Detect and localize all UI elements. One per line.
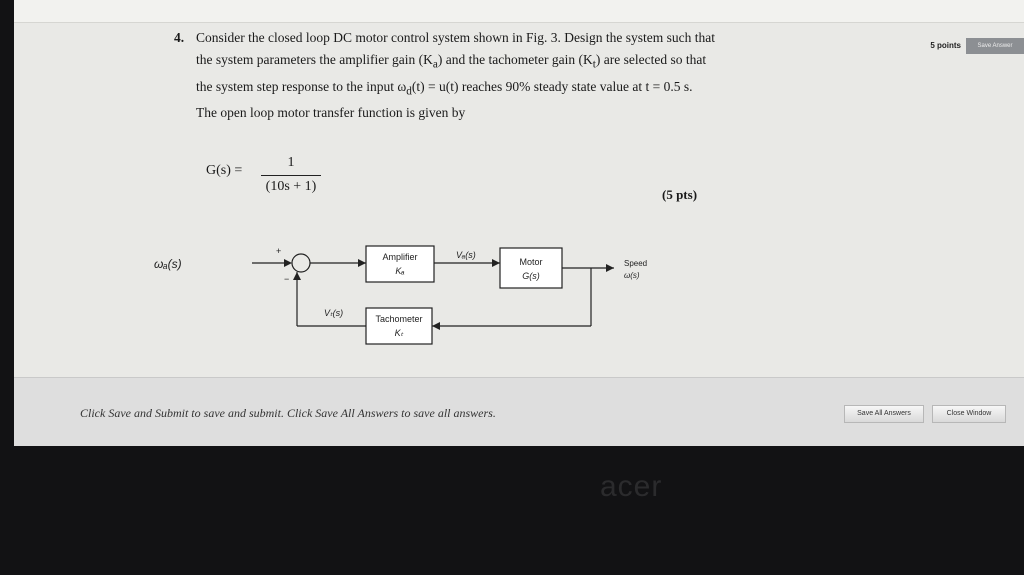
summing-junction [291, 253, 311, 273]
vt-label: Vₜ(s) [324, 308, 343, 318]
tachometer-label: Tachometer [375, 314, 422, 324]
speed-label: Speed [624, 259, 647, 268]
question-block: 4. Consider the closed loop DC motor con… [174, 22, 734, 212]
plus-sign: + [276, 246, 281, 256]
fraction-denominator: (10s + 1) [265, 179, 317, 194]
error-arrowhead [358, 259, 366, 267]
minus-sign: − [284, 274, 289, 284]
transfer-function: G(s) = 1 (10s + 1) [206, 155, 321, 194]
motor-label: Motor [519, 257, 542, 267]
save-answer-button[interactable]: Save Answer [966, 38, 1024, 54]
block-diagram: ωₐ(s) + − Amplifier Kₐ Vₐ(s) Motor G(s) … [154, 245, 647, 345]
amplifier-block [365, 245, 435, 283]
motor-tf: G(s) [522, 271, 540, 281]
close-window-button[interactable]: Close Window [932, 405, 1006, 423]
fraction-numerator: 1 [261, 152, 321, 176]
save-all-answers-button[interactable]: Save All Answers [844, 405, 924, 423]
feedback-arrowhead [432, 322, 440, 330]
points-label: (5 pts) [662, 187, 698, 202]
vt-arrowhead [293, 272, 301, 280]
acer-logo: acer [600, 470, 663, 503]
footer-instruction: Click Save and Submit to save and submit… [80, 406, 496, 420]
output-arrowhead [606, 264, 614, 272]
va-label: Vₐ(s) [456, 250, 476, 260]
input-arrowhead [284, 259, 292, 267]
va-arrowhead [492, 259, 500, 267]
question-number: 4. [174, 30, 185, 45]
amplifier-gain: Kₐ [395, 266, 404, 276]
formula-lhs: G(s) = [206, 163, 243, 178]
tachometer-gain: Kₜ [395, 328, 404, 338]
top-band [14, 0, 1024, 23]
motor-block [499, 247, 563, 289]
points-badge: 5 points [930, 41, 961, 50]
amplifier-label: Amplifier [382, 252, 417, 262]
speed-var: ω(s) [624, 271, 640, 280]
browser-screen: 5 points Save Answer 4. Consider the clo… [14, 0, 1024, 446]
input-label: ωₐ(s) [154, 257, 182, 271]
question-text: Consider the closed loop DC motor contro… [196, 30, 715, 121]
fraction: 1 (10s + 1) [261, 152, 321, 198]
footer-bar: Click Save and Submit to save and submit… [14, 377, 1024, 446]
